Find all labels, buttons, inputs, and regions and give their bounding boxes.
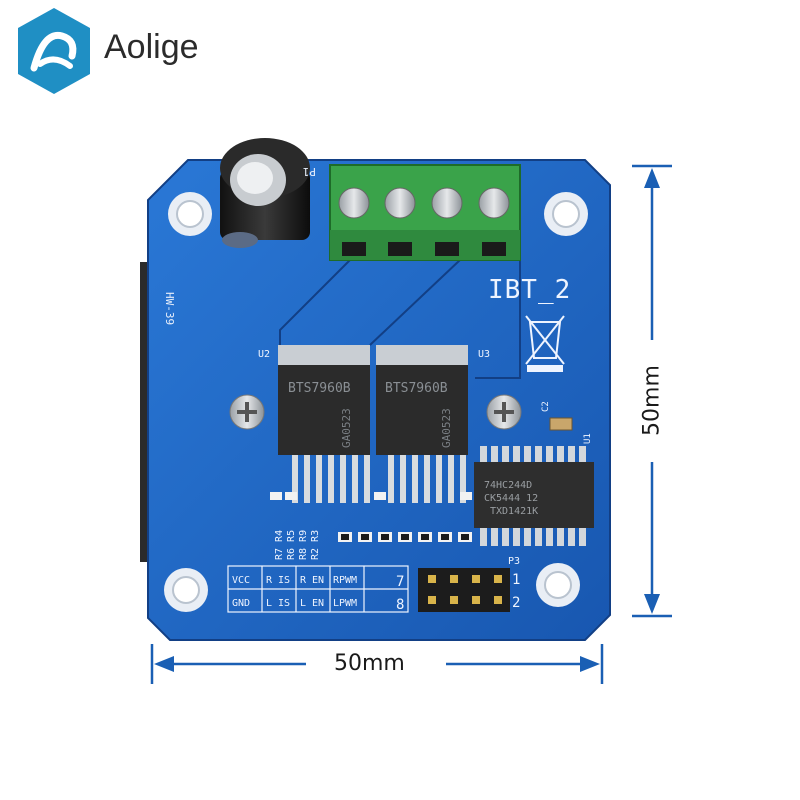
cap-c2 [549,417,573,431]
electrolytic-capacitor [220,138,310,248]
pin-num-1: 1 [512,572,520,588]
width-dimension [150,644,604,684]
cap-c2-label: C2 [541,401,551,412]
ic-u1 [474,446,594,546]
pin-r-en: R EN [300,575,324,586]
pin-lpwm: LPWM [333,598,357,609]
height-label: 50mm [639,365,665,436]
chip-u3-marking: BTS7960B [385,381,448,396]
chip-u2-ref: U2 [258,349,270,360]
header-ref: P3 [508,556,520,567]
pin-l-is: L IS [266,598,290,609]
chip-u3-ref: U3 [478,349,490,360]
terminal-block [329,164,521,261]
pin-vcc: VCC [232,575,250,586]
brand-name: Aolige [104,28,199,66]
pin-num-7: 7 [396,574,404,590]
screw-left [229,394,265,430]
pin-header [418,568,510,612]
pin-rpwm: RPWM [333,575,357,586]
board-model-label: IBT_2 [488,275,571,305]
mounting-hole-br [536,563,580,607]
pin-l-en: L EN [300,598,324,609]
ic-u1-ref: U1 [583,433,593,444]
res-label-1: R7 R4 [274,530,285,560]
width-label: 50mm [334,651,405,676]
chip-u3-code: GA0523 [440,408,453,448]
chip-u2-marking: BTS7960B [288,381,351,396]
side-silk-label: HW-39 [163,292,176,325]
chip-u2 [278,345,370,503]
pin-table [227,565,409,613]
weee-symbol [525,315,565,372]
res-label-3: R8 R9 [298,530,309,560]
res-label-4: R2 R3 [310,530,321,560]
mounting-hole-bl [164,568,208,612]
pin-num-2: 2 [512,595,520,611]
ic-u1-line2: CK5444 12 [484,493,538,504]
chip-u3 [376,345,468,503]
pin-r-is: R IS [266,575,290,586]
ic-u1-line3: TXD1421K [490,506,538,517]
ic-u1-line1: 74HC244D [484,480,532,491]
brand-logo-icon [18,8,90,94]
screw-right [486,394,522,430]
pin-num-8: 8 [396,597,404,613]
res-label-2: R6 R5 [286,530,297,560]
pin-gnd: GND [232,598,250,609]
mounting-hole-tl [168,192,212,236]
chip-u2-code: GA0523 [340,408,353,448]
brand-logo [14,6,94,96]
height-dimension [632,164,672,618]
connector-ref-label: P1 [303,165,316,178]
mounting-hole-tr [544,192,588,236]
